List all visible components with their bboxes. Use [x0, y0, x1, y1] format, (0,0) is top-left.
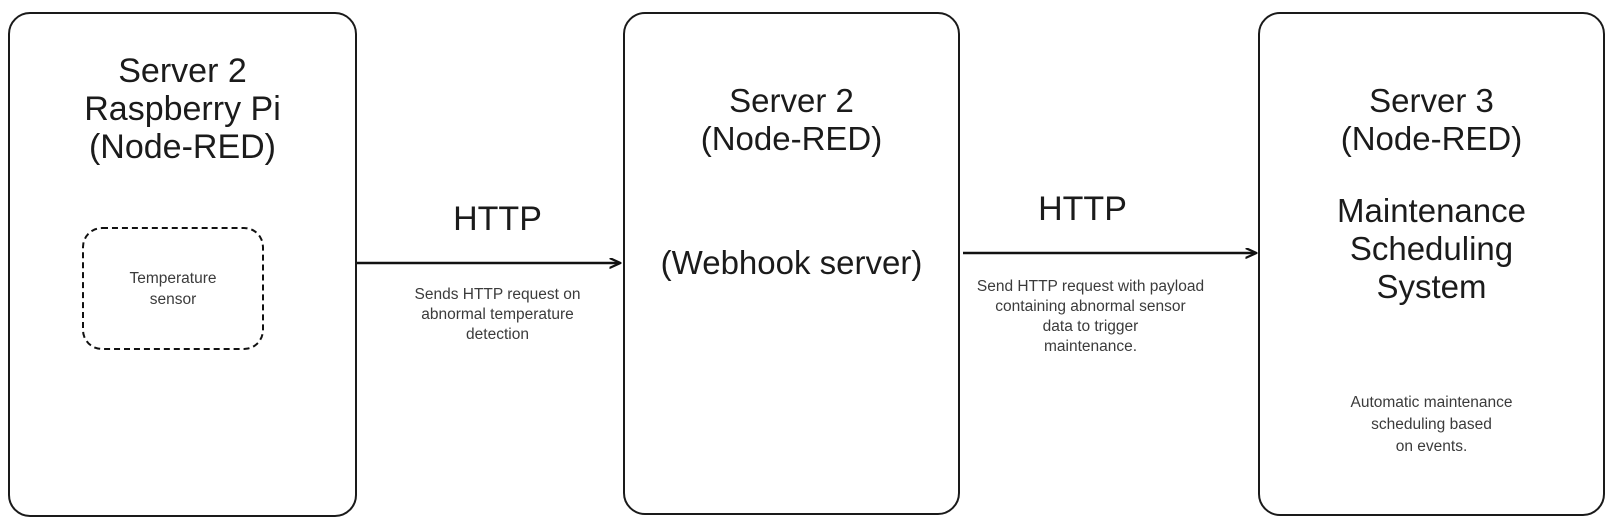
node-server-2-raspberry-pi[interactable]: Server 2 Raspberry Pi (Node-RED) Tempera…: [8, 12, 357, 517]
temperature-sensor-box[interactable]: Temperature sensor: [82, 227, 264, 350]
node-server-2-webhook[interactable]: Server 2 (Node-RED) (Webhook server): [623, 12, 960, 515]
edge-2-label: HTTP: [1038, 190, 1127, 228]
node-3-note: Automatic maintenance scheduling based o…: [1350, 394, 1513, 455]
node-2-subtitle: (Webhook server): [660, 244, 923, 281]
edge-1-note: Sends HTTP request on abnormal temperatu…: [414, 286, 581, 343]
edge-2-note: Send HTTP request with payload containin…: [976, 278, 1205, 355]
temperature-sensor-label: Temperature sensor: [129, 269, 217, 308]
edge-1-label: HTTP: [453, 200, 542, 238]
node-3-subtitle: Maintenance Scheduling System: [1337, 192, 1526, 305]
node-2-title: Server 2 (Node-RED): [700, 82, 883, 157]
node-server-3-maintenance[interactable]: Server 3 (Node-RED) Maintenance Scheduli…: [1258, 12, 1605, 516]
node-3-title: Server 3 (Node-RED): [1340, 82, 1523, 157]
node-1-title: Server 2 Raspberry Pi (Node-RED): [84, 52, 281, 166]
